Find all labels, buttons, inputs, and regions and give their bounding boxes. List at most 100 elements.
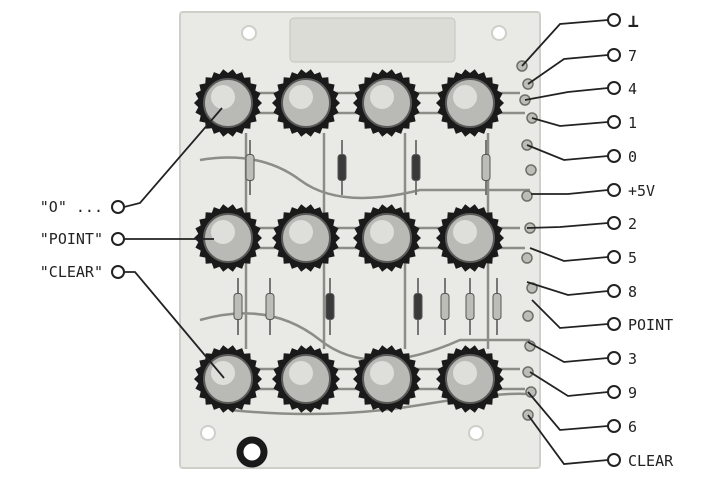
- pin-terminal: [607, 351, 621, 365]
- resistor: [465, 278, 475, 335]
- keypad-key: [353, 69, 421, 137]
- pin-terminal: [607, 317, 621, 331]
- keypad-key: [436, 345, 504, 413]
- resistor: [245, 140, 255, 195]
- pin-7: 7: [607, 47, 637, 65]
- pin-label-2: 2: [628, 215, 637, 233]
- pin-0: 0: [607, 148, 637, 166]
- key-highlight: [211, 361, 235, 385]
- keypad-key: [272, 204, 340, 272]
- resistor: [481, 140, 491, 195]
- pin-terminal: [607, 385, 621, 399]
- leader-line: [526, 222, 609, 229]
- keypad-key: [353, 345, 421, 413]
- leader-line: [529, 371, 609, 397]
- pin-terminal: [607, 183, 621, 197]
- resistor-body: [265, 293, 275, 320]
- board-mount-hole: [468, 425, 484, 441]
- pin-terminal: [607, 115, 621, 129]
- resistor-body: [492, 293, 502, 320]
- callout-terminal: [111, 265, 125, 279]
- pin-label-1: 1: [628, 114, 637, 132]
- pin-9: 9: [607, 384, 637, 402]
- callout-zero-dots: "O" ...: [40, 198, 125, 216]
- pin-6: 6: [607, 418, 637, 436]
- trace: [199, 156, 530, 200]
- resistor: [492, 278, 502, 335]
- resistor-body: [337, 154, 347, 181]
- callout-terminal: [111, 200, 125, 214]
- board-solder-lug: [236, 436, 268, 468]
- resistor: [411, 140, 421, 195]
- callout-label-zero-dots: "O" ...: [40, 198, 103, 216]
- pin-terminal: [607, 81, 621, 95]
- key-highlight: [453, 220, 477, 244]
- pin-label-4: 4: [628, 80, 637, 98]
- leader-line: [531, 299, 609, 329]
- keypad-key: [436, 69, 504, 137]
- leader-line: [531, 189, 609, 195]
- leader-line: [527, 391, 609, 431]
- pin-point: POINT: [607, 316, 673, 334]
- pin-label-9: 9: [628, 384, 637, 402]
- right-callouts: ⊥ 7 4 1 0 +5V: [607, 11, 674, 470]
- key-highlight: [289, 361, 313, 385]
- leader-line: [524, 87, 609, 101]
- pin-2: 2: [607, 215, 637, 233]
- pin-5: 5: [607, 249, 637, 267]
- callout-point: "POINT": [40, 230, 125, 248]
- key-highlight: [289, 220, 313, 244]
- leader-line: [526, 281, 609, 296]
- contact-pad: [522, 310, 534, 322]
- resistor-body: [413, 293, 423, 320]
- resistor: [233, 278, 243, 335]
- keypad-key: [353, 204, 421, 272]
- resistor: [440, 278, 450, 335]
- keypad-keys: [194, 69, 504, 413]
- pin-4: 4: [607, 80, 637, 98]
- resistor-body: [465, 293, 475, 320]
- key-highlight: [370, 85, 394, 109]
- key-highlight: [370, 220, 394, 244]
- board-mount-hole: [491, 25, 507, 41]
- pin-1: 1: [607, 114, 637, 132]
- leader-line: [526, 144, 609, 161]
- resistor: [265, 278, 275, 335]
- resistor: [325, 278, 335, 335]
- board-mount-hole: [200, 425, 216, 441]
- keypad-key: [272, 345, 340, 413]
- keypad-key: [272, 69, 340, 137]
- pin-terminal: [607, 149, 621, 163]
- pin-label-5: 5: [628, 249, 637, 267]
- callout-label-point: "POINT": [40, 230, 103, 248]
- pin-8: 8: [607, 283, 637, 301]
- pin-label-3: 3: [628, 350, 637, 368]
- resistor-body: [411, 154, 421, 181]
- pin-plus5v: +5V: [607, 182, 655, 200]
- contact-pad: [525, 164, 537, 176]
- contact-pad: [521, 190, 533, 202]
- trace: [229, 392, 536, 416]
- key-highlight: [453, 361, 477, 385]
- leader-line: [124, 271, 225, 379]
- pin-terminal: [607, 419, 621, 433]
- resistor-body: [440, 293, 450, 320]
- leader-line: [527, 414, 609, 465]
- keypad-key: [436, 204, 504, 272]
- pin-terminal: [607, 48, 621, 62]
- pin-label-plus5v: +5V: [628, 182, 655, 200]
- leader-line: [521, 19, 609, 67]
- leader-line: [123, 107, 223, 208]
- board-mount-hole: [241, 25, 257, 41]
- board-label-plate: [289, 17, 456, 63]
- resistor-body: [233, 293, 243, 320]
- pin-terminal: [607, 250, 621, 264]
- pin-terminal: [607, 453, 621, 467]
- pin-ground: ⊥: [607, 11, 639, 32]
- callout-clear: "CLEAR": [40, 263, 125, 281]
- pin-label-7: 7: [628, 47, 637, 65]
- leader-line: [527, 341, 609, 363]
- pin-3: 3: [607, 350, 637, 368]
- key-highlight: [211, 85, 235, 109]
